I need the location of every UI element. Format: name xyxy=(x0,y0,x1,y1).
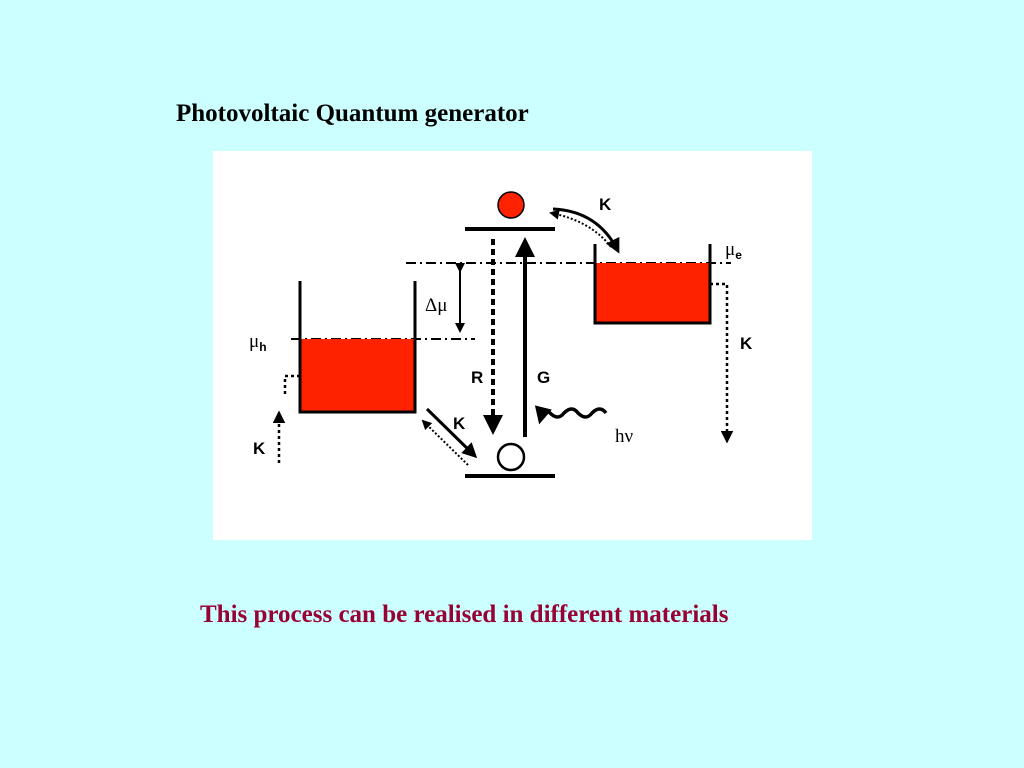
hole-reservoir-container xyxy=(298,281,417,414)
hole-reservoir-fill xyxy=(300,339,415,412)
k-middle-label: K xyxy=(453,414,466,433)
diagram-panel: μe μh Δμ R G hν K K K K xyxy=(213,151,812,540)
k-left-inflow-path xyxy=(279,374,300,463)
k-middle-solid-arrow xyxy=(425,407,478,459)
recombination-label: R xyxy=(471,368,483,387)
slide-title: Photovoltaic Quantum generator xyxy=(176,100,529,127)
caption-text: This process can be realised in differen… xyxy=(200,601,729,628)
k-middle-dotted-arrow xyxy=(421,419,469,466)
photon-label: hν xyxy=(615,426,634,447)
k-left-label: K xyxy=(253,439,266,458)
k-top-dotted-arrow xyxy=(549,209,612,248)
photon-wave-arrow xyxy=(534,405,608,425)
hole-circle xyxy=(496,442,526,472)
delta-mu-label: Δμ xyxy=(425,295,447,316)
k-right-label: K xyxy=(740,334,753,353)
mu-h-label: μh xyxy=(249,331,267,354)
photovoltaic-diagram: μe μh Δμ R G hν K K K K xyxy=(249,191,753,478)
electron-circle xyxy=(497,191,525,219)
k-top-solid-arrow xyxy=(552,207,620,254)
mu-e-label: μe xyxy=(725,239,742,262)
k-top-label: K xyxy=(599,195,612,214)
k-right-outflow-arrow xyxy=(710,282,734,444)
generation-label: G xyxy=(537,368,550,387)
electron-reservoir-fill xyxy=(595,263,710,323)
